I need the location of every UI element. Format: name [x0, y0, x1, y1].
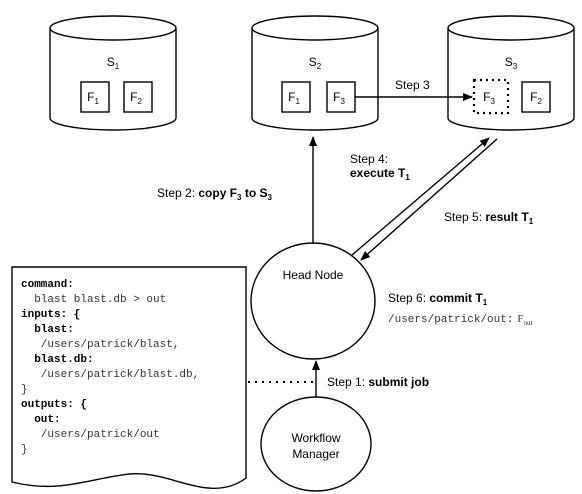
step4-arrow [351, 137, 490, 256]
spec-line: /users/patrick/blast, [21, 339, 179, 351]
spec-line: /users/patrick/blast.db, [21, 369, 199, 381]
head-node-label: Head Node [283, 268, 344, 282]
head-node [250, 242, 376, 360]
server-s1-cylinder-body [49, 28, 177, 131]
server-s3-cylinder-body [447, 28, 575, 131]
spec-line: outputs: { [21, 399, 87, 411]
spec-line: blast: [21, 324, 74, 336]
file-label-f2: F2 [530, 90, 542, 106]
step4-label-line2: execute T1 [350, 166, 410, 182]
server-s2: S2 F1 F3 [251, 15, 379, 131]
job-spec-document [11, 266, 247, 489]
spec-line: } [21, 444, 28, 456]
spec-line: command: [21, 279, 74, 291]
server-s2-label: S2 [309, 55, 322, 71]
file-label-f3: F3 [333, 90, 345, 106]
file-box-f2 [123, 81, 153, 113]
spec-line: inputs: { [21, 309, 80, 321]
file-box-f1 [80, 81, 110, 113]
server-s3: S3 F3 F2 [447, 15, 575, 131]
spec-line: /users/patrick/out [21, 429, 160, 441]
spec-line: out: [21, 414, 61, 426]
step6-label: Step 6: commit T1 [388, 291, 488, 307]
step6-output-path: /users/patrick/out:Fout [388, 313, 533, 327]
file-label-f1: F1 [288, 90, 300, 106]
workflow-manager-label-line2: Manager [292, 447, 339, 461]
file-box-f3-copy-dotted [472, 78, 510, 115]
workflow-manager-label-line1: Workflow [291, 431, 340, 445]
server-s2-cylinder-top [251, 15, 379, 41]
spec-line: blast blast.db > out [21, 294, 166, 306]
server-s3-cylinder-top [447, 15, 575, 41]
step3-label: Step 3 [395, 78, 430, 92]
spec-line: } [21, 384, 28, 396]
job-spec-text: command: blast blast.db > out inputs: { … [21, 279, 199, 456]
step2-label: Step 2: copy F3 to S3 [157, 186, 273, 202]
server-s2-cylinder-body [251, 28, 379, 131]
step1-label: Step 1: submit job [327, 375, 429, 389]
server-s1-label: S1 [107, 55, 120, 71]
server-s3-label: S3 [505, 55, 518, 71]
file-label-f2: F2 [130, 90, 142, 106]
server-s1-cylinder-top [49, 15, 177, 41]
file-box-f1 [281, 81, 311, 113]
file-label-f1: F1 [87, 90, 99, 106]
spec-line: blast.db: [21, 354, 94, 366]
step5-arrow [360, 138, 498, 261]
step4-label-line1: Step 4: [350, 152, 388, 166]
file-label-f3-copy: F3 [483, 90, 495, 106]
server-s1: S1 F1 F2 [49, 15, 177, 131]
step5-label: Step 5: result T1 [444, 210, 534, 226]
file-box-f2 [521, 81, 551, 113]
